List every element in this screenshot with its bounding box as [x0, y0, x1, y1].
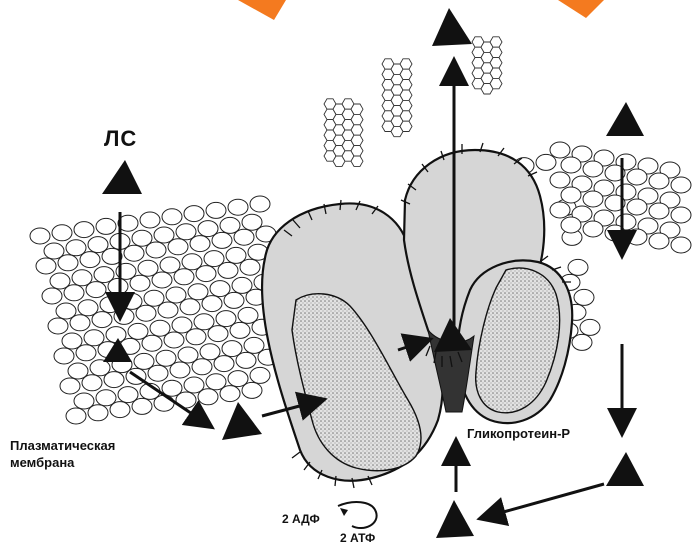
atp-label: 2 АТФ [340, 531, 375, 545]
drug-triangle-middle [222, 402, 262, 440]
membrane-label-line1: Плазматическая [10, 437, 115, 454]
drug-triangle-bottom [436, 500, 474, 538]
orange-bar-left [238, 0, 286, 20]
pgp-label: Гликопротеин-Р [467, 426, 570, 441]
membrane-label-line2: мембрана [10, 454, 115, 471]
glycocalyx-hexagons [324, 37, 502, 167]
adp-label: 2 АДФ [282, 512, 320, 526]
atp-curl-tip [340, 508, 348, 516]
orange-bar-right [558, 0, 604, 18]
drug-triangle-right-bottom [606, 452, 644, 486]
drug-triangle-top-left [102, 160, 142, 194]
drug-triangle-top [432, 8, 472, 46]
membrane-label: Плазматическая мембрана [10, 437, 115, 471]
drug-label: ЛС [104, 126, 137, 152]
orange-header-decoration [238, 0, 604, 20]
drug-triangle-right-top [606, 102, 644, 136]
arrow-bottom-left [482, 484, 604, 518]
